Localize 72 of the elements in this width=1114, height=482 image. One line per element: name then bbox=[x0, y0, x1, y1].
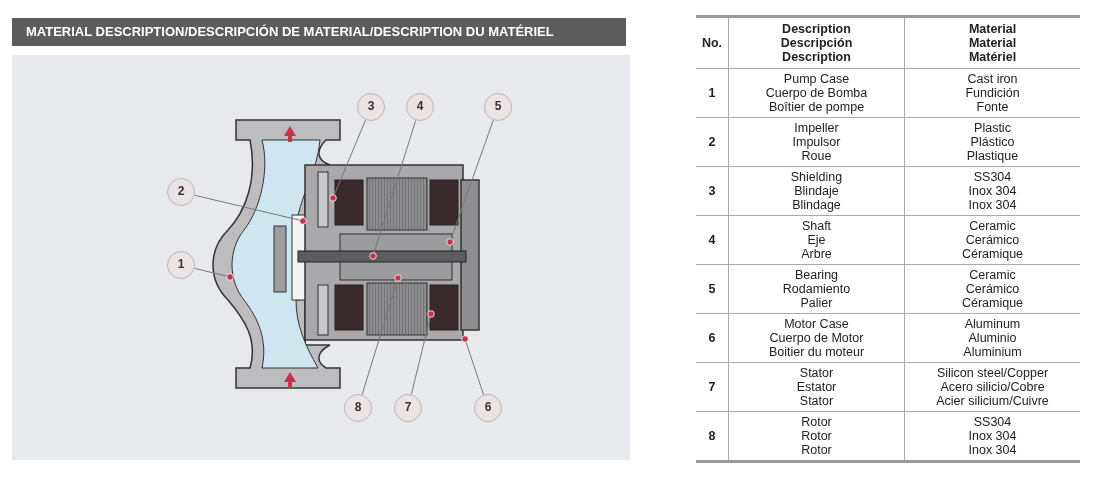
column-header: Description bbox=[782, 50, 851, 64]
material-name: Aluminium bbox=[963, 345, 1022, 359]
part-name: Rotor bbox=[801, 443, 832, 457]
row-number: 8 bbox=[708, 429, 716, 443]
row-number: 7 bbox=[708, 380, 716, 394]
part-name: Shaft bbox=[801, 219, 832, 233]
material-name: Ceramic bbox=[969, 268, 1016, 282]
leader-line bbox=[461, 335, 485, 396]
part-name: Boîtier de pompe bbox=[768, 100, 865, 114]
row-number: 4 bbox=[708, 233, 716, 247]
material-name: Ceramic bbox=[969, 219, 1016, 233]
material-name: Inox 304 bbox=[968, 184, 1017, 198]
material-name: Acero silicio/Cobre bbox=[940, 380, 1045, 394]
row-number: 1 bbox=[708, 86, 716, 100]
leader-line bbox=[194, 194, 307, 225]
material-name: Plastic bbox=[974, 121, 1011, 135]
part-name: Shielding bbox=[790, 170, 843, 184]
part-name: Stator bbox=[799, 394, 834, 408]
part-name: Pump Case bbox=[783, 72, 850, 86]
leader-line bbox=[410, 310, 435, 395]
column-header: Descripción bbox=[780, 36, 853, 50]
material-name: Inox 304 bbox=[968, 198, 1017, 212]
part-name: Impeller bbox=[794, 121, 839, 135]
part-name: Bearing bbox=[794, 268, 839, 282]
material-name: Cast iron bbox=[967, 72, 1018, 86]
leader-line bbox=[329, 119, 367, 202]
leader-line bbox=[446, 119, 494, 246]
part-name: Motor Case bbox=[784, 317, 849, 331]
material-name: Cerámico bbox=[965, 282, 1020, 296]
material-name: Plastique bbox=[966, 149, 1019, 163]
column-header: Description bbox=[782, 22, 851, 36]
row-number: 2 bbox=[708, 135, 716, 149]
part-name: Rotor bbox=[801, 429, 832, 443]
material-name: Aluminio bbox=[968, 331, 1017, 345]
part-name: Blindage bbox=[792, 198, 841, 212]
material-name: Inox 304 bbox=[968, 429, 1017, 443]
column-header: No. bbox=[701, 36, 723, 50]
material-name: Acier silicium/Cuivre bbox=[936, 394, 1049, 408]
part-name: Roue bbox=[801, 149, 832, 163]
column-header: Matériel bbox=[968, 50, 1017, 64]
part-name: Cuerpo de Motor bbox=[769, 331, 864, 345]
row-number: 6 bbox=[708, 331, 716, 345]
material-name: Silicon steel/Copper bbox=[936, 366, 1049, 380]
material-name: Inox 304 bbox=[968, 443, 1017, 457]
part-name: Boitier du moteur bbox=[768, 345, 865, 359]
part-name: Arbre bbox=[801, 247, 832, 261]
row-number: 3 bbox=[708, 184, 716, 198]
part-name: Rodamiento bbox=[782, 282, 851, 296]
part-name: Blindaje bbox=[794, 184, 839, 198]
material-name: Céramique bbox=[961, 296, 1024, 310]
row-number: 5 bbox=[708, 282, 716, 296]
material-name: Fundición bbox=[965, 86, 1020, 100]
material-name: SS304 bbox=[973, 415, 1012, 429]
material-name: Aluminum bbox=[964, 317, 1021, 331]
part-name: Palier bbox=[800, 296, 833, 310]
part-name: Stator bbox=[799, 366, 834, 380]
leader-line bbox=[369, 119, 417, 260]
column-header: Material bbox=[968, 36, 1017, 50]
material-name: Plástico bbox=[970, 135, 1015, 149]
part-name: Eje bbox=[807, 233, 826, 247]
leader-line bbox=[194, 267, 234, 281]
material-name: Céramique bbox=[961, 247, 1024, 261]
title-banner: MATERIAL DESCRIPTION/DESCRIPCIÓN DE MATERIAL/DESCRIPTION DU MATÉRIEL bbox=[12, 18, 626, 46]
column-header: Material bbox=[968, 22, 1017, 36]
part-name: Estator bbox=[796, 380, 837, 394]
material-name: SS304 bbox=[973, 170, 1012, 184]
part-name: Rotor bbox=[801, 415, 832, 429]
part-name: Cuerpo de Bomba bbox=[765, 86, 868, 100]
material-name: Fonte bbox=[976, 100, 1009, 114]
material-name: Cerámico bbox=[965, 233, 1020, 247]
leader-line bbox=[361, 274, 402, 396]
part-name: Impulsor bbox=[792, 135, 841, 149]
